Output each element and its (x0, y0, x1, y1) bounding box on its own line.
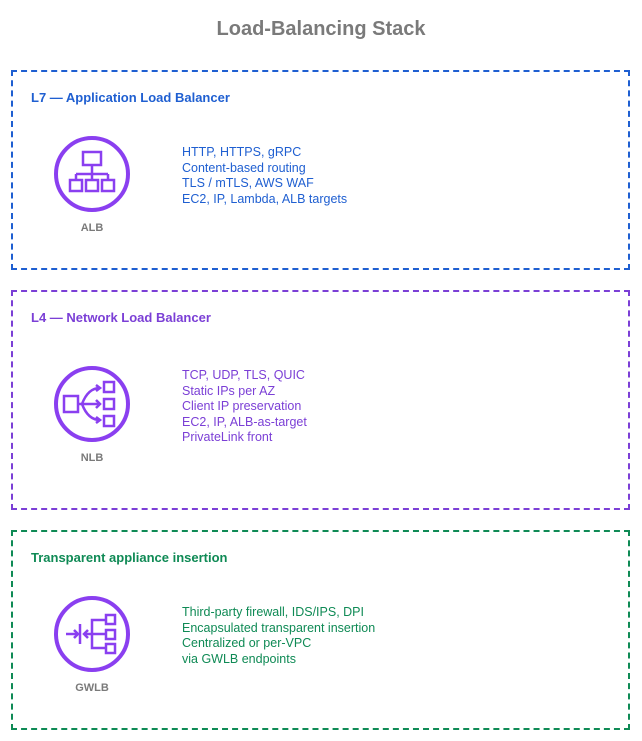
list-item: Static IPs per AZ (182, 383, 276, 398)
nlb-fanout-icon (54, 366, 130, 442)
gwlb-panel: Transparent appliance insertion GWLB Thi… (11, 530, 630, 730)
list-item: TLS / mTLS, AWS WAF (182, 176, 314, 190)
alb-caption: ALB (80, 222, 104, 234)
gwlb-panel-label: Transparent appliance insertion (31, 550, 228, 565)
list-item: Content-based routing (182, 160, 306, 175)
gwlb-caption: GWLB (75, 682, 109, 694)
nlb-panel-label: L4 — Network Load Balancer (31, 310, 211, 325)
nlb-caption: NLB (80, 452, 104, 464)
list-item: HTTP, HTTPS, gRPC (182, 145, 302, 159)
list-item: PrivateLink front (182, 430, 273, 444)
list-item: Third-party firewall, IDS/IPS, DPI (182, 605, 364, 619)
gwlb-feature-list: Third-party firewall, IDS/IPS, DPI Encap… (182, 605, 375, 667)
list-item: EC2, IP, Lambda, ALB targets (182, 191, 348, 206)
alb-panel: L7 — Application Load Balancer ALB HTTP,… (11, 70, 630, 270)
list-item: Encapsulated transparent insertion (182, 620, 376, 635)
alb-hierarchy-icon (54, 136, 130, 212)
list-item: Client IP preservation (182, 399, 302, 413)
list-item: EC2, IP, ALB-as-target (182, 414, 307, 429)
list-item: Centralized or per-VPC (182, 636, 312, 650)
alb-panel-label: L7 — Application Load Balancer (31, 90, 230, 105)
list-item: TCP, UDP, TLS, QUIC (182, 368, 305, 382)
diagram-title: Load-Balancing Stack (216, 18, 426, 40)
nlb-feature-list: TCP, UDP, TLS, QUIC Static IPs per AZ Cl… (182, 368, 307, 446)
gwlb-gateway-icon (54, 596, 130, 672)
nlb-panel: L4 — Network Load Balancer NLB TCP, UDP,… (11, 290, 630, 510)
list-item: via GWLB endpoints (182, 651, 296, 666)
alb-feature-list: HTTP, HTTPS, gRPC Content-based routing … (182, 145, 347, 207)
